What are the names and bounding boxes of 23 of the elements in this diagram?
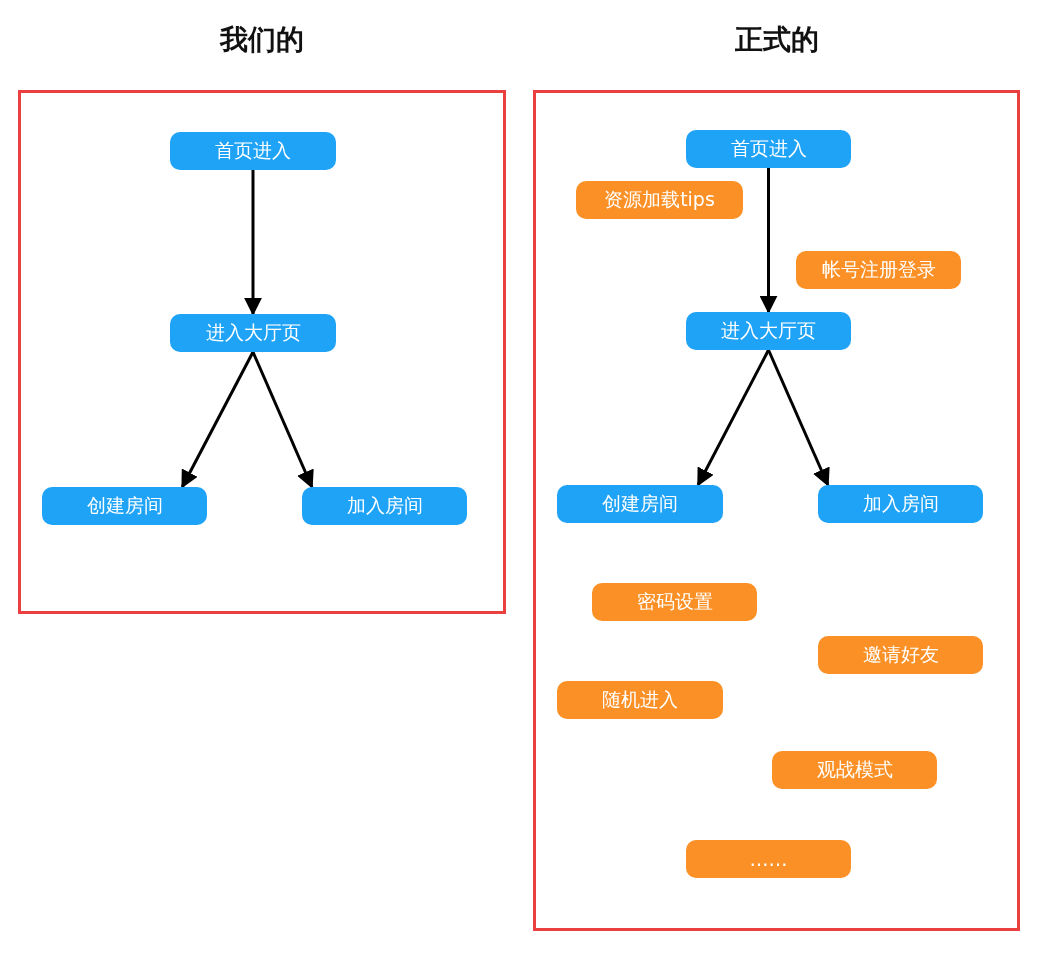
feature-box: 观战模式 <box>772 751 937 789</box>
arrow <box>244 170 262 316</box>
feature-box: 帐号注册登录 <box>796 251 961 289</box>
step-box: 加入房间 <box>818 485 983 523</box>
feature-box: 密码设置 <box>592 583 757 621</box>
feature-box: 随机进入 <box>557 681 723 719</box>
feature-box: 邀请好友 <box>818 636 983 674</box>
arrow <box>180 351 255 489</box>
panel-title: 我们的 <box>218 22 305 58</box>
arrow <box>759 168 778 314</box>
feature-box: …… <box>686 840 851 878</box>
arrow <box>696 349 770 487</box>
step-box: 进入大厅页 <box>686 312 851 350</box>
step-box: 首页进入 <box>170 132 336 170</box>
step-box: 加入房间 <box>302 487 467 525</box>
feature-box: 资源加载tips <box>576 181 743 219</box>
step-box: 进入大厅页 <box>170 314 336 352</box>
arrow <box>251 351 314 489</box>
step-box: 首页进入 <box>686 130 851 168</box>
step-box: 创建房间 <box>42 487 207 525</box>
step-box: 创建房间 <box>557 485 723 523</box>
arrow <box>767 349 830 487</box>
panel-title: 正式的 <box>733 22 820 58</box>
